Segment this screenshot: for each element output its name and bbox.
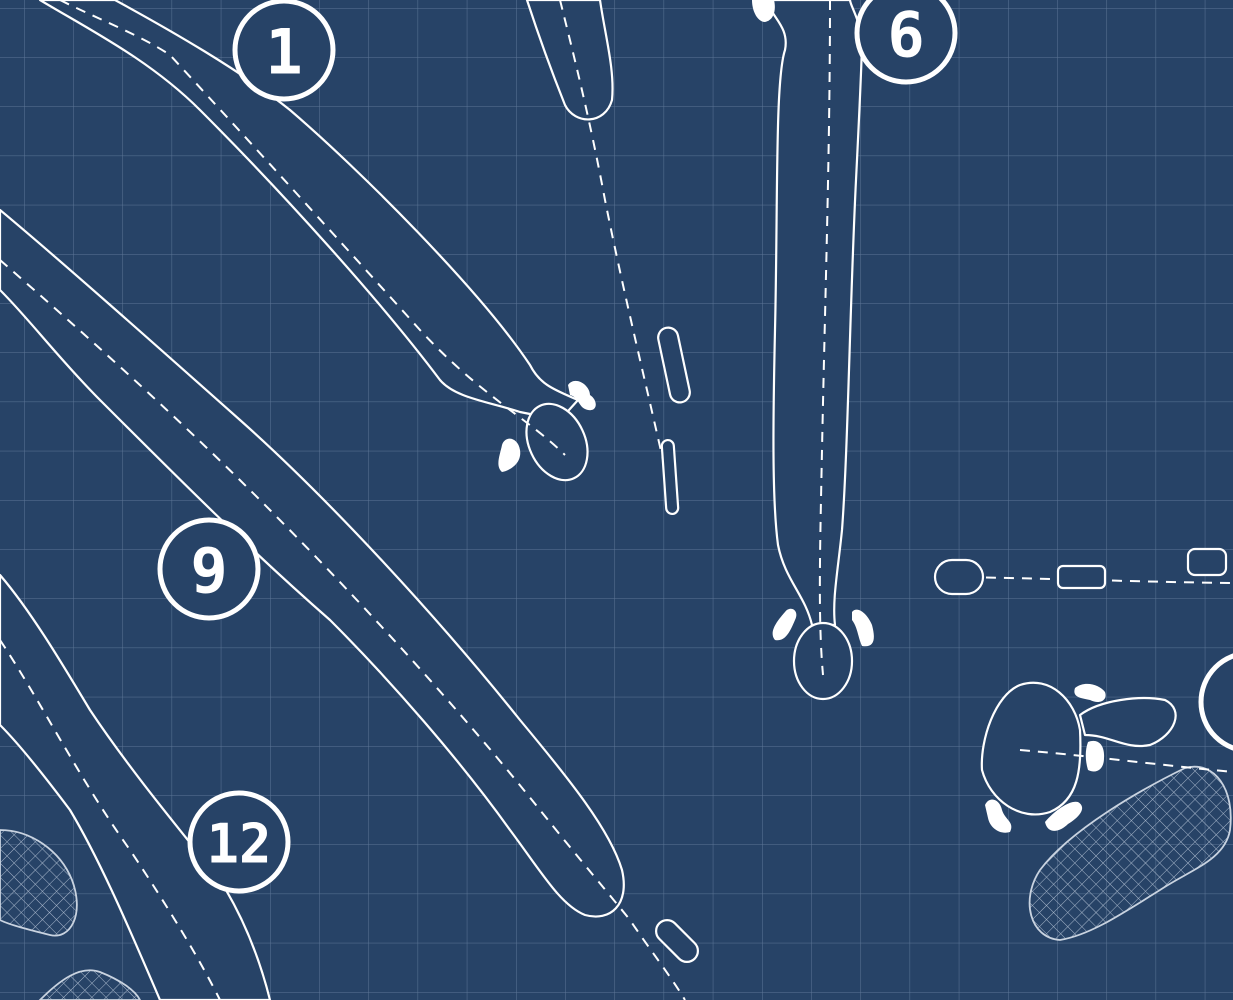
hole-marker-partial bbox=[1198, 653, 1233, 751]
hole-marker-6: 6 bbox=[854, 0, 958, 85]
fairway-hole-9 bbox=[0, 208, 625, 918]
hatched-area-right bbox=[1028, 765, 1232, 941]
bunker bbox=[1085, 740, 1105, 772]
hole-marker-12: 12 bbox=[187, 790, 291, 894]
bunker bbox=[772, 608, 797, 641]
hole-number: 12 bbox=[206, 813, 271, 876]
green-right bbox=[980, 681, 1082, 816]
green-hole-1 bbox=[525, 402, 589, 482]
tee-box bbox=[657, 326, 691, 404]
route-line-hole-9 bbox=[0, 259, 686, 1000]
route-line-right-lower bbox=[1019, 749, 1233, 773]
tee-box bbox=[655, 919, 699, 963]
bunker bbox=[985, 799, 1012, 833]
bunker bbox=[498, 438, 521, 472]
fairway-top bbox=[525, 0, 614, 121]
hatched-area-left bbox=[0, 829, 78, 937]
bunker bbox=[568, 380, 596, 411]
bunker bbox=[752, 0, 775, 22]
hole-marker-1: 1 bbox=[232, 0, 336, 102]
hole-number: 1 bbox=[265, 16, 302, 89]
hatched-area-bottom bbox=[38, 969, 142, 1000]
hole-number: 9 bbox=[190, 535, 227, 608]
route-line-hole-1 bbox=[59, 0, 566, 456]
tee-box bbox=[1056, 564, 1107, 590]
fairway-hole-12 bbox=[0, 573, 272, 1000]
tee-box bbox=[660, 438, 680, 516]
green-hole-6 bbox=[792, 621, 854, 701]
bunker bbox=[852, 609, 874, 647]
fairway-hole-1 bbox=[38, 0, 580, 422]
bunker bbox=[1074, 683, 1106, 703]
tee-box bbox=[933, 558, 985, 596]
hole-number: 6 bbox=[887, 0, 924, 72]
green-right-small bbox=[1078, 697, 1177, 748]
tee-box bbox=[1186, 547, 1228, 577]
hole-marker-9: 9 bbox=[157, 517, 261, 621]
bunker bbox=[1045, 801, 1083, 831]
